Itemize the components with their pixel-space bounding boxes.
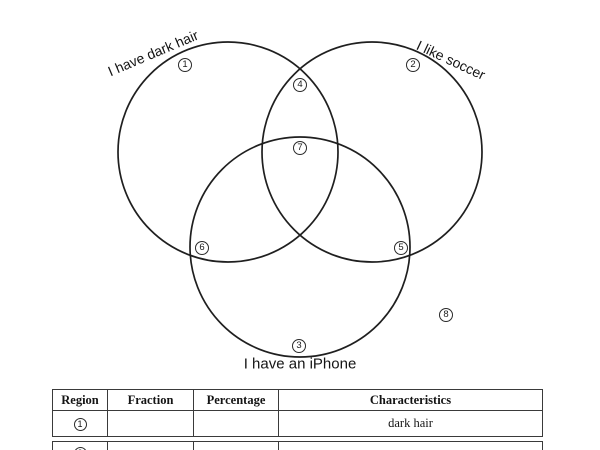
region-table-row2-fragment: 2 (52, 441, 543, 450)
cell-row2-region: 2 (52, 441, 108, 450)
region-marker-7: 7 (293, 141, 307, 155)
col-header-fraction: Fraction (107, 389, 194, 411)
row1-region-marker: 1 (73, 418, 87, 431)
set-label-iphone: I have an iPhone (243, 355, 357, 373)
region-marker-2: 2 (406, 58, 420, 72)
table-row-1: 1 dark hair (52, 410, 543, 437)
cell-row1-characteristics: dark hair (278, 410, 543, 437)
cell-row2-characteristics (278, 441, 543, 450)
region-marker-3: 3 (292, 339, 306, 353)
col-header-region: Region (52, 389, 108, 411)
region-table: Region Fraction Percentage Characteristi… (52, 389, 543, 437)
region-marker-4: 4 (293, 78, 307, 92)
cell-row2-fraction[interactable] (107, 441, 194, 450)
cell-row1-percentage[interactable] (193, 410, 279, 437)
region-marker-6: 6 (195, 241, 209, 255)
table-row-2: 2 (52, 441, 543, 450)
table-header-row: Region Fraction Percentage Characteristi… (52, 389, 543, 411)
region-marker-8: 8 (439, 308, 453, 322)
region-marker-1: 1 (178, 58, 192, 72)
cell-row2-percentage[interactable] (193, 441, 279, 450)
region-table-area: Region Fraction Percentage Characteristi… (52, 389, 543, 450)
region-marker-5: 5 (394, 241, 408, 255)
cell-row1-fraction[interactable] (107, 410, 194, 437)
venn-diagram (117, 41, 483, 358)
circle-soccer (261, 41, 483, 263)
col-header-characteristics: Characteristics (278, 389, 543, 411)
col-header-percentage: Percentage (193, 389, 279, 411)
circle-iphone (189, 136, 411, 358)
cell-row1-region: 1 (52, 410, 108, 437)
circle-dark-hair (117, 41, 339, 263)
